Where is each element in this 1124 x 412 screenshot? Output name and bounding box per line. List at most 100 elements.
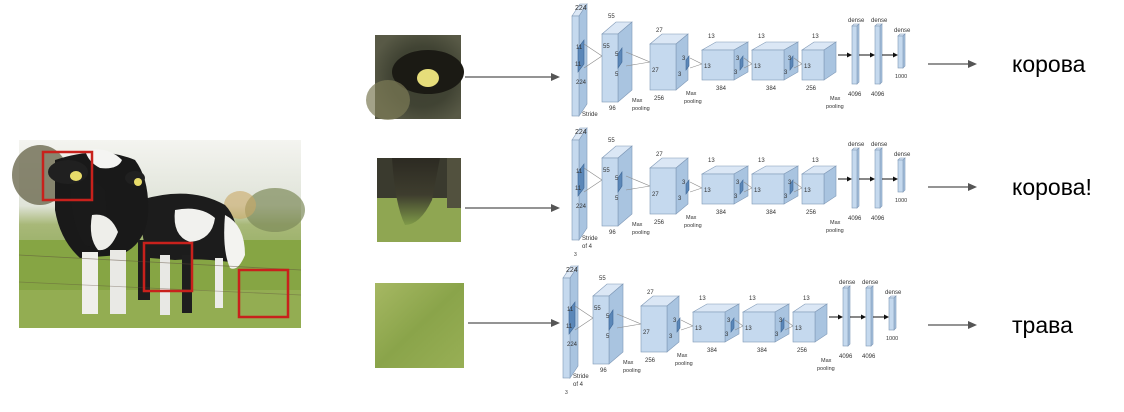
- kernel-size-label: 5: [615, 52, 619, 58]
- stride-label: of 4: [573, 382, 584, 388]
- conv5-volume: [801, 165, 837, 205]
- pool-label: Max: [632, 98, 643, 104]
- box-front-face: [701, 49, 735, 81]
- dense1-size-label: 4096: [839, 354, 853, 360]
- pool-label: pooling: [623, 368, 641, 374]
- channel-label: 3: [574, 252, 577, 258]
- conv1-size-label: 55: [608, 14, 615, 20]
- dense3-size-label: 1000: [886, 336, 898, 342]
- dense1-size-label: 4096: [848, 216, 862, 222]
- kernel-size-label: 3: [779, 318, 783, 324]
- conv2-filters-label: 256: [654, 96, 665, 102]
- input-size-label: 224: [575, 129, 587, 136]
- kernel-face: [608, 309, 614, 331]
- box-front-face: [865, 287, 872, 347]
- dense-label: dense: [885, 290, 902, 296]
- box-front-face: [874, 25, 881, 85]
- kernel: [577, 163, 585, 197]
- box-front-face: [751, 173, 785, 205]
- box-front-face: [751, 49, 785, 81]
- kernel-size-label: 11: [575, 62, 582, 68]
- kernel: [617, 47, 623, 69]
- dense2-volume: [874, 23, 883, 85]
- kernel-size-label: 3: [775, 332, 779, 338]
- conv2-volume: [649, 33, 689, 91]
- kernel-size-label: 5: [615, 196, 619, 202]
- conv3-filters-label: 384: [707, 348, 718, 354]
- receptive-field-lines: [689, 57, 703, 69]
- kernel-size-label: 3: [734, 70, 738, 76]
- kernel-size-label: 3: [788, 180, 792, 186]
- box-front-face: [851, 149, 858, 209]
- conv5-size-label: 13: [804, 64, 811, 70]
- kernel-size-label: 5: [606, 334, 610, 340]
- kernel: [577, 39, 585, 73]
- patch-grass: [375, 283, 464, 368]
- conv1-size-label: 55: [608, 138, 615, 144]
- kernel-face: [739, 55, 744, 71]
- dense2-volume: [865, 285, 874, 347]
- kernel-face: [739, 179, 744, 195]
- conv5-size-label: 13: [795, 326, 802, 332]
- conv2-volume: [649, 157, 689, 215]
- kernel: [780, 317, 785, 333]
- patch-frame-leg: [142, 241, 194, 293]
- box-front-face: [801, 49, 825, 81]
- conv4-size-label: 13: [758, 158, 765, 164]
- kernel-size-label: 3: [673, 318, 677, 324]
- conv2-size-label: 27: [656, 28, 663, 34]
- conv5-filters-label: 256: [806, 86, 817, 92]
- kernel-size-label: 11: [566, 324, 573, 330]
- conv1-size-label: 55: [599, 276, 606, 282]
- dense-label: dense: [848, 18, 865, 24]
- kernel-size-label: 3: [678, 72, 682, 78]
- kernel: [685, 179, 690, 195]
- conv4-filters-label: 384: [766, 210, 777, 216]
- conv1-volume: [601, 145, 633, 227]
- dense2-volume: [874, 147, 883, 209]
- conv3-size-label: 13: [695, 326, 702, 332]
- conv3-size-label: 13: [708, 34, 715, 40]
- kernel: [730, 317, 735, 333]
- conv5-filters-label: 256: [797, 348, 808, 354]
- kernel-size-label: 3: [678, 196, 682, 202]
- kernel-size-label: 5: [606, 314, 610, 320]
- conv2-volume: [640, 295, 680, 353]
- receptive-field-lines: [680, 319, 694, 331]
- conv5-filters-label: 256: [806, 210, 817, 216]
- box-front-face: [897, 159, 904, 193]
- kernel: [568, 301, 576, 335]
- conv4-size-label: 13: [758, 34, 765, 40]
- kernel-face: [676, 317, 681, 333]
- conv3-size-label: 13: [708, 158, 715, 164]
- patch-ear: [366, 35, 464, 120]
- conv2-filters-label: 256: [645, 358, 656, 364]
- kernel: [739, 179, 744, 195]
- dense-arrowhead: [847, 52, 852, 58]
- stride-label: Stride: [582, 112, 598, 118]
- patch-frame-ear: [41, 150, 94, 202]
- output-label-cow: корова: [1012, 51, 1086, 77]
- pool-label: pooling: [675, 361, 693, 367]
- conv2-size-label: 27: [652, 192, 659, 198]
- kernel-size-label: 3: [736, 56, 740, 62]
- kernel-face: [730, 317, 735, 333]
- conv3-size-label: 13: [699, 296, 706, 302]
- box-front-face: [842, 287, 849, 347]
- conv2-size-label: 27: [652, 68, 659, 74]
- dense-arrowhead: [893, 52, 898, 58]
- dense-label: dense: [894, 152, 911, 158]
- conv5-volume: [801, 41, 837, 81]
- kernel-face: [685, 179, 690, 195]
- dense3-volume: [897, 33, 906, 69]
- dense-label: dense: [894, 28, 911, 34]
- input-size-label: 224: [566, 267, 578, 274]
- input-size-label: 224: [575, 5, 587, 12]
- conv4-filters-label: 384: [757, 348, 768, 354]
- kernel-face: [685, 55, 690, 71]
- conv5-size-label: 13: [804, 188, 811, 194]
- conv1-size-label: 55: [603, 44, 610, 50]
